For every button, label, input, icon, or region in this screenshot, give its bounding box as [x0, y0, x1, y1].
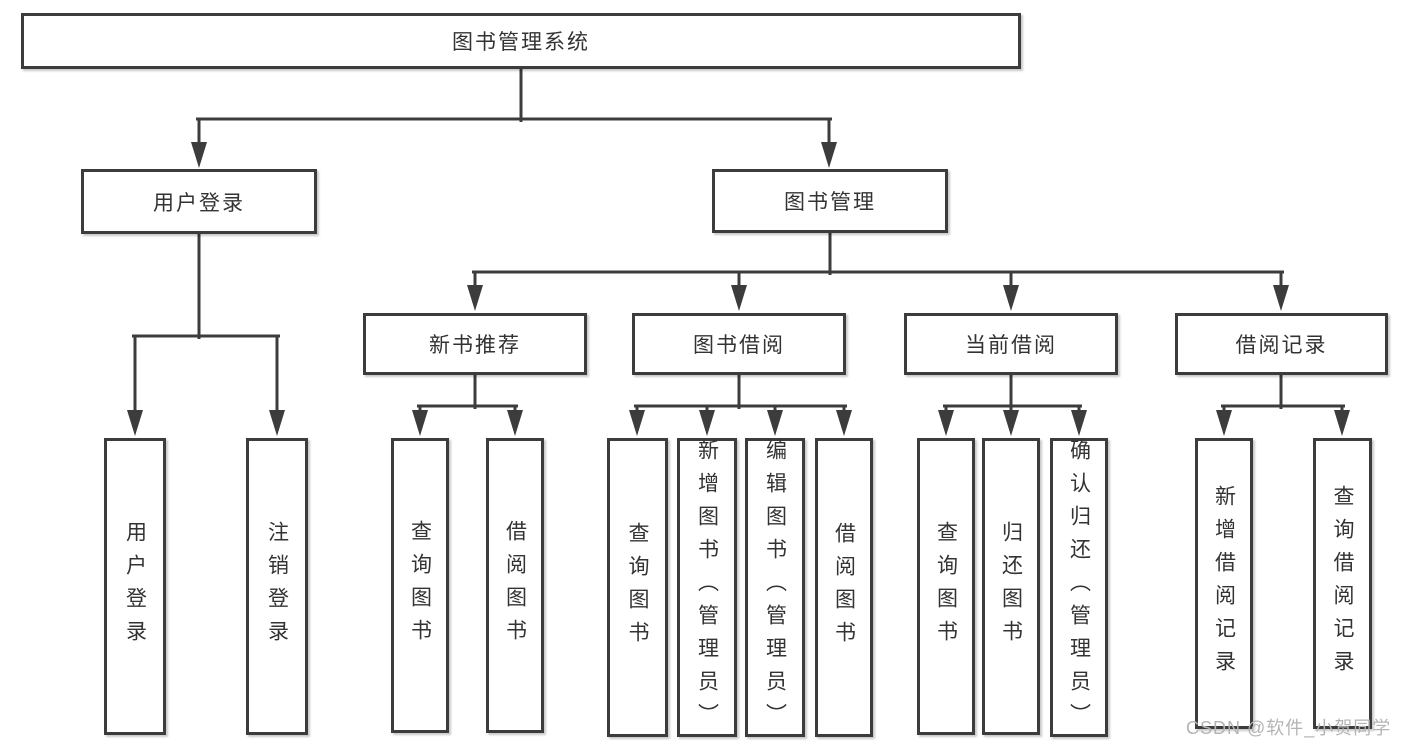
leaf-query-books-borrowing: 查询图书 [607, 438, 668, 737]
node-label: 借阅记录 [1235, 334, 1328, 357]
leaf-user-login: 用户登录 [104, 438, 166, 735]
leaf-label: 编辑图书（管理员） [763, 439, 787, 736]
csdn-watermark: CSDN @软件_小贺同学 [1186, 718, 1392, 738]
leaf-logout: 注销登录 [246, 438, 308, 735]
connector-login-children [127, 232, 285, 436]
leaf-borrow-books-recommend: 借阅图书 [486, 438, 544, 733]
leaf-label: 新增图书（管理员） [695, 439, 719, 736]
leaf-query-books-current: 查询图书 [917, 438, 975, 735]
leaf-return-books: 归还图书 [982, 438, 1040, 735]
node-label: 图书管理 [784, 191, 876, 214]
leaf-label: 确认归还（管理员） [1067, 439, 1091, 736]
leaf-add-borrow-record: 新增借阅记录 [1195, 438, 1253, 729]
node-label: 用户登录 [153, 191, 245, 215]
leaf-label: 借阅图书 [503, 519, 527, 652]
connector-root-to-level2 [191, 67, 837, 168]
leaf-label: 用户登录 [123, 520, 147, 653]
leaf-label: 新增借阅记录 [1212, 484, 1236, 683]
leaf-borrow-books-borrowing: 借阅图书 [815, 438, 873, 737]
node-current-borrowing: 当前借阅 [904, 313, 1118, 375]
connector-manage-children [467, 231, 1289, 311]
leaf-label: 查询图书 [626, 521, 649, 654]
leaf-label: 注销登录 [265, 520, 289, 653]
node-book-borrowing: 图书借阅 [632, 313, 846, 375]
leaf-label: 借阅图书 [832, 521, 856, 654]
connector-borrow-children [629, 373, 852, 436]
node-book-management: 图书管理 [712, 169, 948, 233]
node-user-login: 用户登录 [81, 169, 317, 234]
node-label: 当前借阅 [965, 334, 1057, 357]
leaf-edit-book-admin: 编辑图书（管理员） [745, 438, 805, 737]
connector-current-children [938, 373, 1087, 436]
leaf-add-book-admin: 新增图书（管理员） [677, 438, 737, 737]
leaf-label: 查询借阅记录 [1331, 484, 1354, 683]
connector-record-children [1216, 373, 1350, 436]
leaf-confirm-return-admin: 确认归还（管理员） [1050, 438, 1108, 737]
node-borrowing-records: 借阅记录 [1175, 313, 1388, 375]
leaf-label: 归还图书 [999, 520, 1023, 653]
connector-newbook-children [412, 373, 523, 436]
leaf-query-borrow-record: 查询借阅记录 [1313, 438, 1372, 729]
node-label: 图书管理系统 [452, 31, 590, 54]
node-new-book-recommend: 新书推荐 [363, 313, 587, 375]
leaf-query-books-recommend: 查询图书 [391, 438, 449, 733]
node-label: 图书借阅 [693, 334, 785, 357]
leaf-label: 查询图书 [408, 519, 432, 652]
node-label: 新书推荐 [429, 334, 521, 357]
leaf-label: 查询图书 [934, 520, 958, 653]
node-library-management-system: 图书管理系统 [21, 13, 1021, 69]
